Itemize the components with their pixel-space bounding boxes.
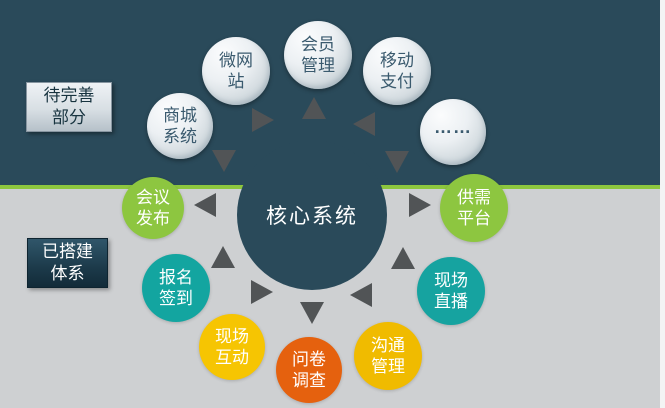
node-label-line: 会议	[136, 188, 170, 207]
satellite-node-supply-demand-platform: 供需平台	[440, 174, 508, 242]
built-label-box: 已搭建 体系	[27, 238, 108, 288]
satellite-node-member-management: 会员管理	[284, 21, 352, 89]
node-label-line: 会员	[301, 35, 335, 54]
arrow-right-triangle	[251, 280, 273, 304]
arrow-up-triangle	[302, 97, 326, 119]
satellite-node-onsite-interaction: 现场互动	[199, 314, 265, 380]
satellite-node-registration-checkin: 报名签到	[142, 254, 210, 322]
node-label-line: 直播	[434, 292, 468, 311]
node-label-line: 现场	[434, 271, 468, 290]
node-label-line: 供需	[457, 188, 491, 207]
satellite-node-live-streaming: 现场直播	[417, 257, 485, 325]
core-system-node: 核心系统	[237, 140, 387, 290]
satellite-node-questionnaire-survey: 问卷调查	[276, 337, 342, 403]
built-label-line1: 已搭建	[42, 242, 93, 261]
node-label-line: 沟通	[371, 336, 405, 355]
satellite-node-mobile-payment: 移动支付	[363, 37, 431, 105]
arrow-down-triangle	[300, 302, 324, 324]
node-label-line: 微网	[219, 51, 253, 70]
node-label-line: 互动	[215, 348, 249, 367]
arrow-left-triangle	[353, 112, 375, 136]
pending-label-box: 待完善 部分	[26, 82, 112, 132]
node-label-line: 调查	[292, 371, 326, 390]
node-label-line: 商城	[163, 106, 197, 125]
node-label-line: 报名	[159, 268, 193, 287]
node-label-line: ……	[434, 116, 472, 137]
node-label-line: 管理	[371, 357, 405, 376]
arrow-left-triangle	[350, 283, 372, 307]
arrow-right-triangle	[252, 108, 274, 132]
arrow-down-triangle	[212, 150, 236, 172]
satellite-node-communication-management: 沟通管理	[354, 322, 422, 390]
pending-label-line2: 部分	[52, 108, 86, 127]
satellite-node-mall-system: 商城系统	[147, 93, 213, 159]
core-system-label: 核心系统	[266, 205, 358, 228]
arrow-right-triangle	[409, 193, 431, 217]
node-label-line: 系统	[163, 127, 197, 146]
node-label-line: 站	[227, 72, 245, 91]
arrow-down-triangle	[385, 151, 409, 173]
arrow-left-triangle	[194, 193, 216, 217]
pending-label-line1: 待完善	[43, 86, 95, 105]
arrow-up-triangle	[211, 246, 235, 268]
built-label-line2: 体系	[50, 264, 85, 283]
slide-right-edge	[660, 0, 665, 408]
satellite-node-more: ……	[420, 99, 486, 165]
node-label-line: 发布	[136, 209, 170, 228]
arrow-up-triangle	[391, 247, 415, 269]
node-label-line: 移动	[380, 51, 414, 70]
node-label-line: 签到	[159, 289, 193, 308]
node-label-line: 平台	[457, 209, 491, 228]
node-label-line: 支付	[380, 72, 414, 91]
node-label-line: 问卷	[292, 350, 326, 369]
satellite-node-micro-website: 微网站	[202, 37, 270, 105]
node-label-line: 管理	[301, 56, 335, 75]
node-label-line: 现场	[215, 327, 249, 346]
satellite-node-meeting-publish: 会议发布	[122, 177, 184, 239]
